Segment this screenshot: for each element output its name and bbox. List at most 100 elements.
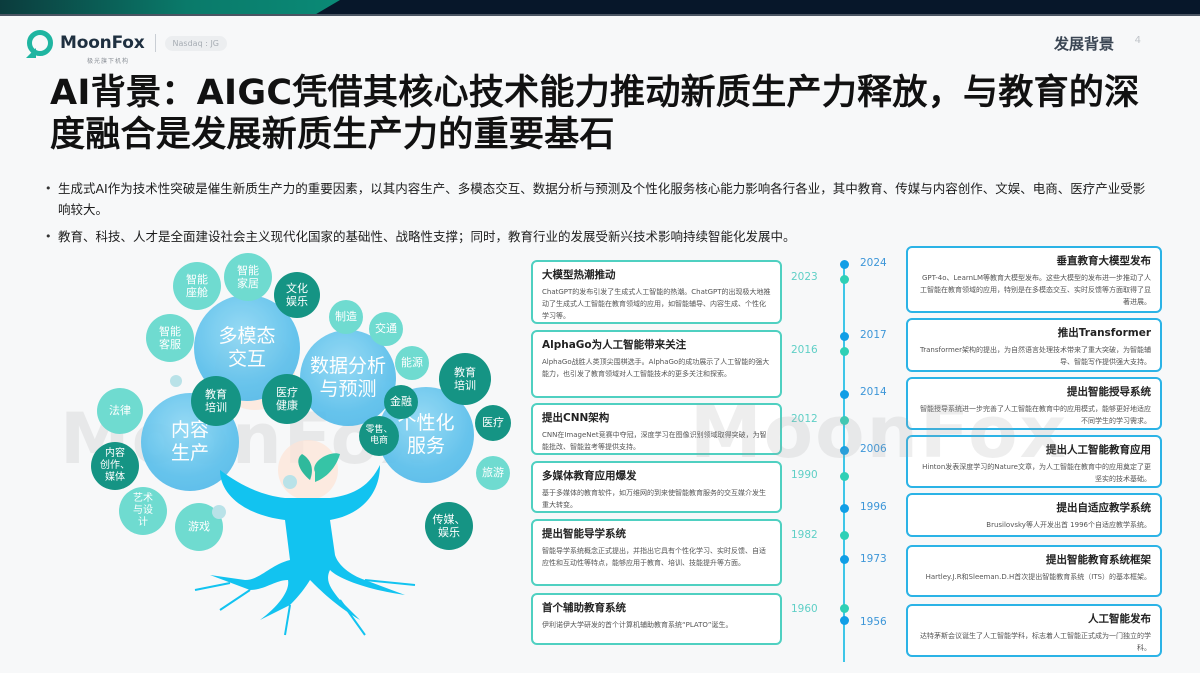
- timeline-year: 1990: [791, 469, 818, 481]
- timeline-card-1996: 提出自适应教学系统 Brusilovsky等人开发出首 1996个自适应教学系统…: [906, 493, 1162, 537]
- card-title: 多媒体教育应用爆发: [542, 470, 637, 482]
- card-title: 提出智能导学系统: [542, 528, 626, 540]
- bubble-finance: 金融: [384, 385, 418, 419]
- timeline-card-1982: 提出智能导学系统 智能导学系统概念正式提出，并指出它具有个性化学习、实时反馈、自…: [531, 519, 782, 586]
- card-title: AlphaGo为人工智能带来关注: [542, 339, 687, 351]
- bubble-art-design: 艺术 与设 计: [119, 487, 167, 535]
- bubble-retail-ecommerce: 零售、 电商: [359, 416, 399, 456]
- timeline-year: 1982: [791, 529, 818, 541]
- timeline-year: 2012: [791, 413, 818, 425]
- timeline-dot: [839, 504, 849, 513]
- timeline-dot: [839, 275, 849, 284]
- bubble-culture-entertainment: 文化 娱乐: [274, 272, 320, 318]
- page-number: 4: [1134, 35, 1141, 46]
- logo-divider: [154, 34, 156, 52]
- card-title: 首个辅助教育系统: [542, 602, 626, 614]
- timeline-year: 2016: [791, 344, 818, 356]
- timeline-card-1973: 提出智能教育系统框架 Hartley.J.R和Sleeman.D.H首次提出智能…: [906, 545, 1162, 597]
- timeline-card-1960: 首个辅助教育系统 伊利诺伊大学研发的首个计算机辅助教育系统“PLATO”诞生。: [531, 593, 782, 645]
- timeline-year: 2014: [860, 386, 887, 398]
- card-title: 垂直教育大模型发布: [1056, 255, 1152, 267]
- timeline-dot: [839, 390, 849, 399]
- timeline-card-2017: 推出Transformer Transformer架构的提出，为自然语言处理技术…: [906, 318, 1162, 372]
- card-title: 提出人工智能教育应用: [1046, 444, 1151, 456]
- timeline-card-2016: AlphaGo为人工智能带来关注 AlphaGo战胜人类顶尖围棋选手。Alpha…: [531, 330, 782, 398]
- decor-dot: [212, 505, 226, 519]
- page-title: AI背景：AIGC凭借其核心技术能力推动新质生产力释放，与教育的深度融合是发展新…: [50, 73, 1140, 155]
- bubble-tourism: 旅游: [476, 456, 510, 490]
- ai-capability-tree-diagram: MoonFox 多模态 交互 数据分析 与预测 内容 生产 个性化 服务 智能 …: [0, 250, 530, 673]
- bubble-law: 法律: [97, 388, 143, 434]
- card-desc: 智能导学系统概念正式提出，并指出它具有个性化学习、实时反馈、自适应性和互动性等特…: [542, 547, 766, 567]
- core-bubble-data-analysis: 数据分析 与预测: [300, 330, 396, 426]
- timeline-year: 1973: [860, 553, 887, 565]
- moonfox-logo-icon: [27, 30, 53, 56]
- timeline-card-2012: 提出CNN架构 CNN在ImageNet竞赛中夺冠，深度学习在图像识别领域取得突…: [531, 403, 782, 455]
- card-title: 提出智能授导系统: [1067, 386, 1151, 398]
- timeline-year: 1960: [791, 603, 818, 615]
- bullet-list: 生成式AI作为技术性突破是催生新质生产力的重要因素，以其内容生产、多模态交互、数…: [45, 178, 1155, 253]
- banner-accent: [0, 0, 340, 16]
- card-desc: Transformer架构的提出，为自然语言处理技术带来了重大突破，为智能辅导、…: [919, 346, 1151, 366]
- section-label: 发展背景: [1053, 35, 1114, 53]
- card-desc: ChatGPT的发布引发了生成式人工智能的热潮。ChatGPT的出现极大地推动了…: [542, 288, 771, 320]
- timeline-dot: [839, 416, 849, 425]
- timeline-card-1956: 人工智能发布 达特茅斯会议诞生了人工智能学科，标志着人工智能正式成为一门独立的学…: [906, 604, 1162, 657]
- bubble-smart-customer-service: 智能 客服: [146, 314, 194, 362]
- timeline-dot: [839, 616, 849, 625]
- timeline-card-2023: 大模型热潮推动 ChatGPT的发布引发了生成式人工智能的热潮。ChatGPT的…: [531, 260, 782, 324]
- timeline-dot: [839, 555, 849, 564]
- timeline-year: 2024: [860, 257, 887, 269]
- timeline-dot: [839, 472, 849, 481]
- card-desc: 智能授导系统进一步完善了人工智能在教育中的应用模式，能够更好地适应不同学生的学习…: [920, 405, 1151, 425]
- bubble-energy: 能源: [395, 346, 429, 380]
- tree-icon: [194, 453, 416, 636]
- bubble-media-entertainment: 传媒、 娱乐: [425, 502, 473, 550]
- banner-shadow: [0, 14, 1200, 16]
- bubble-education-training-right: 教育 培训: [439, 353, 491, 405]
- watermark: MoonFox: [690, 390, 1069, 474]
- card-desc: AlphaGo战胜人类顶尖围棋选手。AlphaGo的成功展示了人工智能的强大能力…: [542, 358, 770, 378]
- bubble-manufacturing: 制造: [329, 300, 363, 334]
- timeline-year: 2017: [860, 329, 887, 341]
- timeline-card-2024: 垂直教育大模型发布 GPT-4o、LearnLM等教育大模型发布。这些大模型的发…: [906, 246, 1162, 313]
- bubble-content-creation-media: 内容 创作、 媒体: [91, 442, 139, 490]
- brand-name: MoonFox: [60, 33, 145, 53]
- timeline-axis: [843, 262, 845, 662]
- bubble-medical: 医疗: [475, 405, 511, 441]
- timeline-card-1990: 多媒体教育应用爆发 基于多媒体的教育软件，如万维网的到来使智能教育服务的交互媒介…: [531, 461, 782, 513]
- timeline-year: 2006: [860, 443, 887, 455]
- card-title: 提出智能教育系统框架: [1046, 554, 1151, 566]
- timeline-dot: [839, 347, 849, 356]
- card-title: 人工智能发布: [1088, 613, 1151, 625]
- bubble-smart-cockpit: 智能 座舱: [173, 262, 221, 310]
- timeline-dot: [839, 446, 849, 455]
- timeline-card-2014: 提出智能授导系统 智能授导系统进一步完善了人工智能在教育中的应用模式，能够更好地…: [906, 377, 1162, 430]
- timeline-year: 1956: [860, 616, 887, 628]
- brand-subtitle: 极光旗下机构: [87, 58, 130, 65]
- card-desc: Hartley.J.R和Sleeman.D.H首次提出智能教育系统（ITS）的基…: [925, 573, 1151, 581]
- card-title: 提出CNN架构: [542, 412, 610, 424]
- bubble-education-training-left: 教育 培训: [191, 376, 241, 426]
- bubble-smart-home: 智能 家居: [224, 253, 272, 301]
- card-title: 大模型热潮推动: [542, 269, 616, 281]
- bubble-healthcare: 医疗 健康: [262, 374, 312, 424]
- card-title: 提出自适应教学系统: [1056, 502, 1152, 514]
- timeline-year: 2023: [791, 271, 818, 283]
- exchange-badge: Nasdaq : JG: [164, 35, 227, 51]
- timeline-dot: [839, 332, 849, 341]
- timeline-card-2006: 提出人工智能教育应用 Hinton发表深度学习的Nature文章，为人工智能在教…: [906, 435, 1162, 488]
- decor-dot: [170, 375, 182, 387]
- card-desc: 基于多媒体的教育软件，如万维网的到来使智能教育服务的交互媒介发生重大转变。: [542, 489, 766, 509]
- timeline-dot: [839, 604, 849, 613]
- timeline-dot: [839, 531, 849, 540]
- brand-logo: MoonFox 极光旗下机构 Nasdaq : JG: [27, 30, 227, 65]
- bubble-transport: 交通: [369, 312, 403, 346]
- card-title: 推出Transformer: [1057, 327, 1151, 339]
- card-desc: 伊利诺伊大学研发的首个计算机辅助教育系统“PLATO”诞生。: [542, 621, 733, 629]
- card-desc: 达特茅斯会议诞生了人工智能学科，标志着人工智能正式成为一门独立的学科。: [920, 632, 1151, 652]
- top-banner: [0, 0, 1200, 16]
- card-desc: Hinton发表深度学习的Nature文章，为人工智能在教育中的应用奠定了更坚实…: [922, 463, 1151, 483]
- card-desc: GPT-4o、LearnLM等教育大模型发布。这些大模型的发布进一步推动了人工智…: [920, 274, 1151, 306]
- card-desc: Brusilovsky等人开发出首 1996个自适应教学系统。: [986, 521, 1151, 529]
